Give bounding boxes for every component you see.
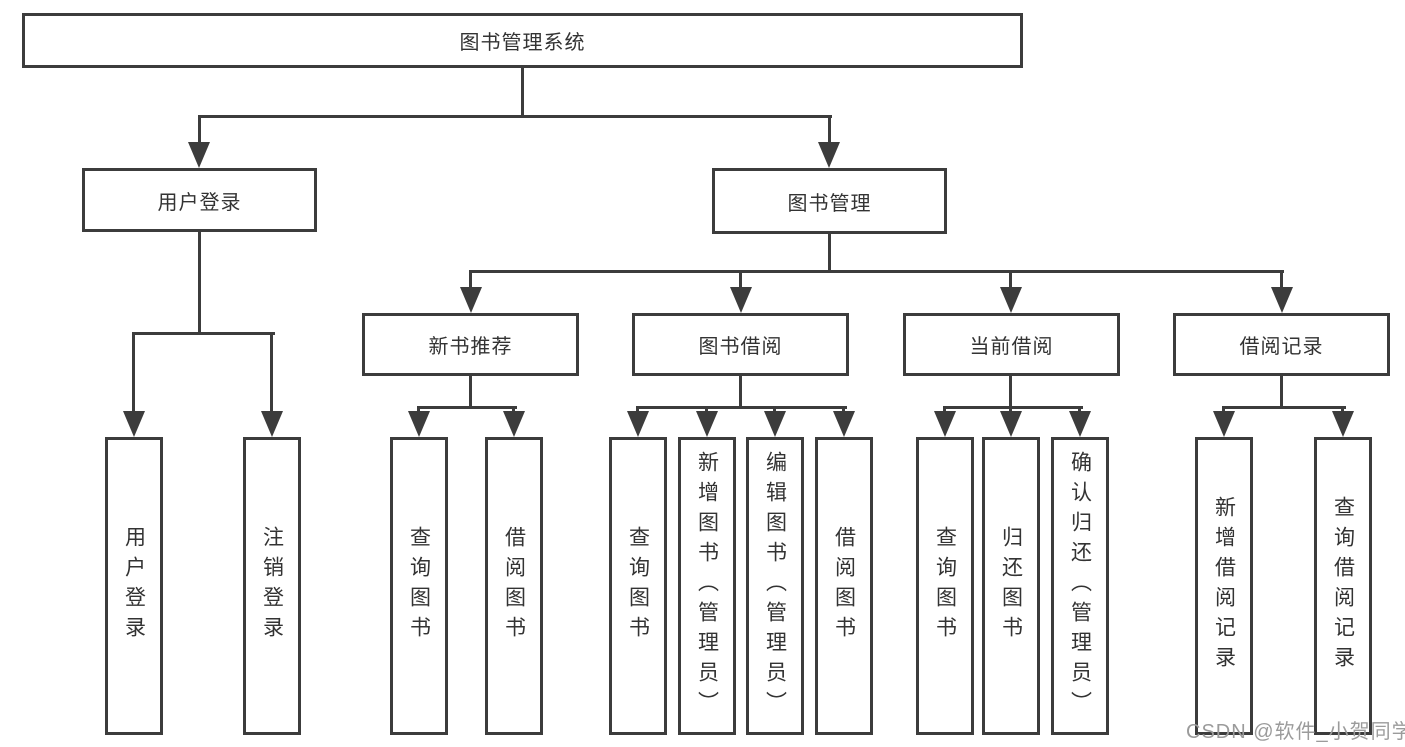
leaf-label: 查询图书 <box>407 526 431 646</box>
connector-line <box>636 406 639 415</box>
connector-line <box>739 376 742 409</box>
arrowhead-down-icon <box>503 411 525 437</box>
arrowhead-down-icon <box>1332 411 1354 437</box>
leaf-label: 查询借阅记录 <box>1331 496 1355 676</box>
connector-line <box>132 332 275 335</box>
arrowhead-down-icon <box>261 411 283 437</box>
connector-line <box>636 406 847 409</box>
leaf-label: 借阅图书 <box>502 526 526 646</box>
node-borrowing-records: 借阅记录 <box>1173 313 1390 376</box>
leaf-borrow-books-borrowing: 借阅图书 <box>815 437 873 735</box>
leaf-label: 新增图书（管理员） <box>695 451 719 721</box>
leaf-label: 用户登录 <box>122 526 146 646</box>
connector-line <box>842 406 845 415</box>
leaf-label: 查询图书 <box>626 526 650 646</box>
arrowhead-down-icon <box>1069 411 1091 437</box>
csdn-watermark: CSDN @软件_小贺同学 <box>1186 721 1405 743</box>
arrowhead-down-icon <box>764 411 786 437</box>
connector-line <box>198 232 201 335</box>
leaf-user-login: 用户登录 <box>105 437 163 735</box>
leaf-query-books-current: 查询图书 <box>916 437 974 735</box>
node-book-borrowing: 图书借阅 <box>632 313 849 376</box>
node-book-management: 图书管理 <box>712 168 947 234</box>
node-label: 新书推荐 <box>428 336 513 358</box>
leaf-query-books-borrowing: 查询图书 <box>609 437 667 735</box>
connector-line <box>828 115 831 145</box>
connector-line <box>739 270 742 290</box>
connector-line <box>270 332 273 414</box>
node-label: 图书管理 <box>787 192 872 215</box>
arrowhead-down-icon <box>1213 411 1235 437</box>
connector-line <box>469 376 472 409</box>
leaf-borrow-books-recommend: 借阅图书 <box>485 437 543 735</box>
arrowhead-down-icon <box>627 411 649 437</box>
leaf-label: 借阅图书 <box>832 526 856 646</box>
node-label: 当前借阅 <box>969 336 1054 358</box>
node-label: 用户登录 <box>157 191 242 214</box>
connector-line <box>773 406 776 415</box>
node-user-login: 用户登录 <box>82 168 317 232</box>
leaf-label: 确认归还（管理员） <box>1068 451 1092 721</box>
leaf-label: 查询图书 <box>933 526 957 646</box>
leaf-confirm-return-admin: 确认归还（管理员） <box>1051 437 1109 735</box>
arrowhead-down-icon <box>1000 411 1022 437</box>
arrowhead-down-icon <box>1271 287 1293 313</box>
leaf-label: 归还图书 <box>999 526 1023 646</box>
connector-line <box>828 234 831 273</box>
connector-line <box>1078 406 1081 415</box>
leaf-query-borrow-record: 查询借阅记录 <box>1314 437 1372 735</box>
leaf-label: 编辑图书（管理员） <box>763 451 787 721</box>
arrowhead-down-icon <box>1000 287 1022 313</box>
arrowhead-down-icon <box>408 411 430 437</box>
connector-line <box>198 115 832 118</box>
node-library-management-system: 图书管理系统 <box>22 13 1023 68</box>
connector-line <box>512 406 515 415</box>
node-label: 图书借阅 <box>698 336 783 358</box>
arrowhead-down-icon <box>460 287 482 313</box>
node-label: 图书管理系统 <box>459 32 586 54</box>
arrowhead-down-icon <box>730 287 752 313</box>
leaf-label: 注销登录 <box>260 526 284 646</box>
leaf-add-borrow-record: 新增借阅记录 <box>1195 437 1253 735</box>
connector-line <box>1341 406 1344 415</box>
leaf-add-books-admin: 新增图书（管理员） <box>678 437 736 735</box>
leaf-return-books: 归还图书 <box>982 437 1040 735</box>
arrowhead-down-icon <box>818 142 840 168</box>
connector-line <box>1009 406 1012 415</box>
connector-line <box>1009 270 1012 290</box>
node-new-book-recommend: 新书推荐 <box>362 313 579 376</box>
connector-line <box>469 270 472 290</box>
connector-line <box>1280 270 1283 290</box>
connector-line <box>1009 376 1012 409</box>
connector-line <box>417 406 517 409</box>
connector-line <box>1280 376 1283 409</box>
connector-line <box>469 270 1284 273</box>
leaf-edit-books-admin: 编辑图书（管理员） <box>746 437 804 735</box>
connector-line <box>943 406 1083 409</box>
node-label: 借阅记录 <box>1239 336 1324 358</box>
arrowhead-down-icon <box>934 411 956 437</box>
arrowhead-down-icon <box>123 411 145 437</box>
connector-line <box>198 115 201 145</box>
connector-line <box>521 68 524 118</box>
connector-line <box>1222 406 1346 409</box>
connector-line <box>705 406 708 415</box>
arrowhead-down-icon <box>188 142 210 168</box>
leaf-label: 新增借阅记录 <box>1212 496 1236 676</box>
arrowhead-down-icon <box>833 411 855 437</box>
leaf-query-books-recommend: 查询图书 <box>390 437 448 735</box>
connector-line <box>417 406 420 415</box>
connector-line <box>1222 406 1225 415</box>
leaf-logout: 注销登录 <box>243 437 301 735</box>
arrowhead-down-icon <box>696 411 718 437</box>
node-current-borrowing: 当前借阅 <box>903 313 1120 376</box>
connector-line <box>943 406 946 415</box>
connector-line <box>132 332 135 414</box>
